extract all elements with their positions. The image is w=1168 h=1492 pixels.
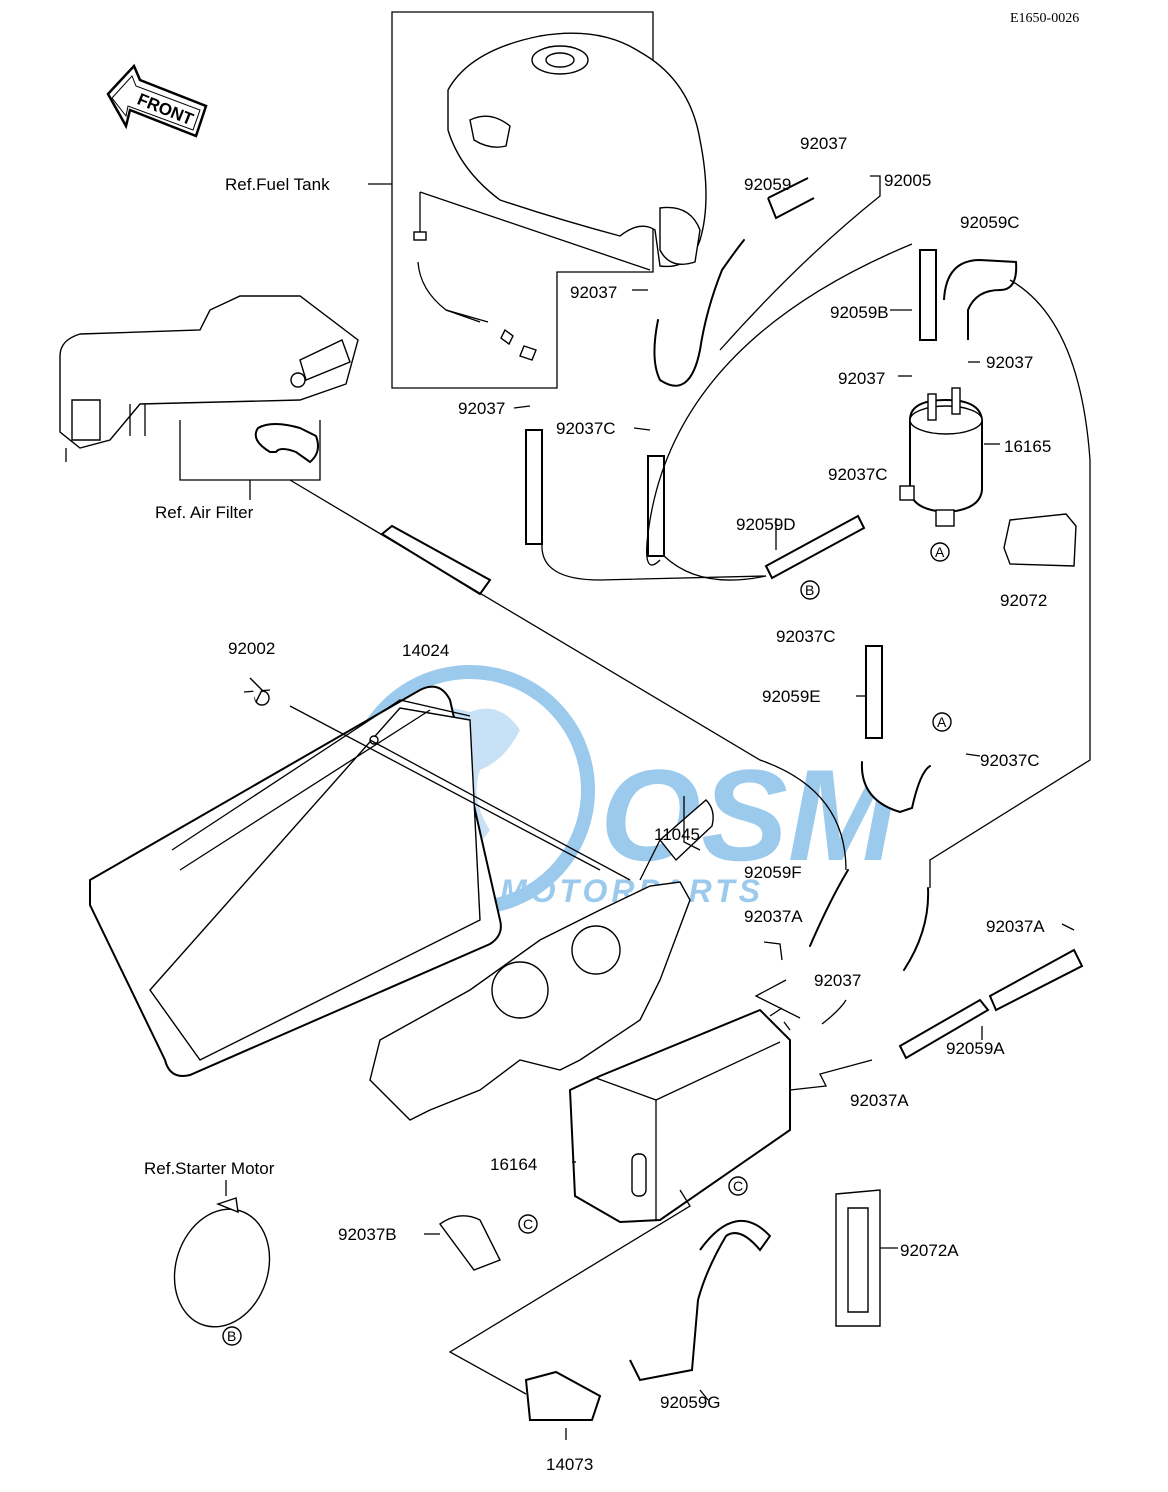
part-92037-mid: 92037: [838, 369, 885, 388]
part-92037C-right: 92037C: [980, 751, 1040, 770]
connector-b1: B: [805, 582, 814, 598]
part-92037-top: 92037: [800, 134, 847, 153]
ref-air-filter-label: Ref. Air Filter: [155, 503, 254, 522]
part-92037-left: 92037: [458, 399, 505, 418]
ref-starter-motor-label: Ref.Starter Motor: [144, 1159, 275, 1178]
part-92002: 92002: [228, 639, 275, 658]
leader-lines: [225, 175, 1091, 1440]
cover-14024: [89, 685, 502, 1077]
part-14073: 14073: [546, 1455, 593, 1474]
part-14024: 14024: [402, 641, 449, 660]
part-92037B: 92037B: [338, 1225, 397, 1244]
watermark-brand: OSM: [600, 742, 899, 888]
part-92059D: 92059D: [736, 515, 796, 534]
hoses: [380, 177, 1084, 1421]
part-92037-tank: 92037: [570, 283, 617, 302]
connector-c1: C: [523, 1216, 533, 1232]
part-92037-right: 92037: [986, 353, 1033, 372]
connector-c2: C: [733, 1178, 743, 1194]
part-92059B: 92059B: [830, 303, 889, 322]
part-92059: 92059: [744, 175, 791, 194]
ref-fuel-tank-label: Ref.Fuel Tank: [225, 175, 330, 194]
part-92037A-left: 92037A: [744, 907, 803, 926]
part-92037A-right: 92037A: [986, 917, 1045, 936]
part-16164: 16164: [490, 1155, 537, 1174]
part-92037A-lower: 92037A: [850, 1091, 909, 1110]
part-92059E: 92059E: [762, 687, 821, 706]
filter-16165: [899, 387, 983, 527]
part-11045: 11045: [654, 825, 700, 844]
connector-b2: B: [227, 1328, 236, 1344]
connector-markers: A A B B C C: [222, 542, 952, 1346]
part-92037C-filter: 92037C: [828, 465, 888, 484]
part-92072A: 92072A: [900, 1241, 959, 1260]
fuel-tank-box: [391, 11, 707, 389]
bracket-11045: [369, 799, 714, 1121]
part-92037C-mid: 92037C: [776, 627, 836, 646]
part-92037C-left: 92037C: [556, 419, 616, 438]
front-arrow-icon: FRONT: [106, 63, 208, 138]
part-92059A: 92059A: [946, 1039, 1005, 1058]
part-92059G: 92059G: [660, 1393, 721, 1412]
air-filter-part: [59, 295, 359, 500]
part-16165: 16165: [1004, 437, 1051, 456]
part-92005: 92005: [884, 171, 931, 190]
part-92059C: 92059C: [960, 213, 1020, 232]
part-92037-lower: 92037: [814, 971, 861, 990]
connector-a1: A: [935, 544, 945, 560]
part-92072: 92072: [1000, 591, 1047, 610]
clamps: [173, 513, 1077, 1328]
part-92059F: 92059F: [744, 863, 802, 882]
connector-a2: A: [937, 714, 947, 730]
diagram-code: E1650-0026: [1010, 11, 1079, 26]
canister-16164: [568, 1007, 791, 1224]
